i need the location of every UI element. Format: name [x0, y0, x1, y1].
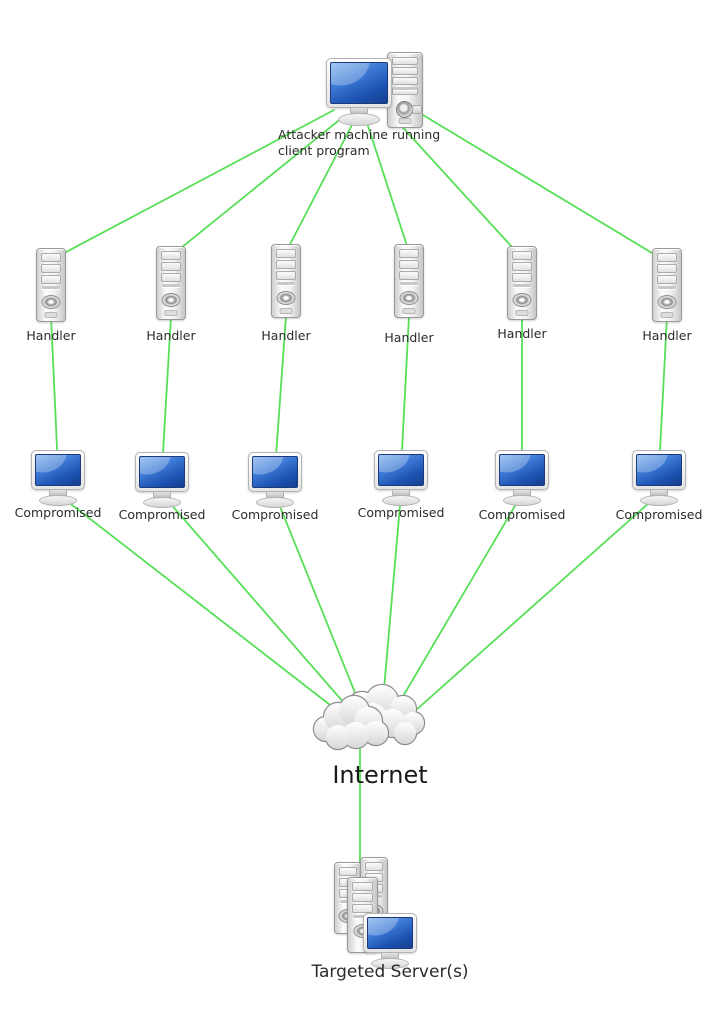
handler-tower-icon-3: [271, 244, 301, 318]
attacker-computer-icon: [326, 46, 426, 130]
handler-label-4: Handler: [384, 330, 434, 345]
targeted-server-icon: [330, 853, 442, 969]
link-attacker-handler-2: [170, 116, 344, 257]
power-button-icon: [396, 101, 413, 118]
handler-tower-icon-6: [652, 248, 682, 322]
handler-tower-icon-5: [507, 246, 537, 320]
link-compromised-cloud-5: [391, 493, 523, 716]
link-compromised-cloud-1: [57, 493, 353, 723]
link-attacker-handler-6: [417, 111, 668, 263]
link-handler-compromised-6: [658, 315, 668, 471]
handler-label-3: Handler: [261, 328, 311, 343]
link-handler-compromised-2: [161, 315, 172, 471]
server-tower-icon: [347, 877, 378, 953]
handler-label-1: Handler: [26, 328, 76, 343]
compromised-label-2: Compromised: [118, 507, 206, 522]
link-compromised-cloud-6: [405, 493, 660, 720]
compromised-monitor-icon-4: [374, 450, 428, 506]
internet-cloud-icon: [310, 681, 430, 757]
compromised-monitor-icon-1: [31, 450, 85, 506]
compromised-label-1: Compromised: [14, 505, 102, 520]
handler-tower-icon-2: [156, 246, 186, 320]
link-handler-compromised-3: [274, 315, 287, 471]
target-label: Targeted Server(s): [311, 962, 469, 982]
handler-label-6: Handler: [642, 328, 692, 343]
attacker-monitor-icon: [326, 58, 392, 126]
attacker-label: Attacker machine running client program: [278, 127, 441, 158]
handler-tower-icon-1: [36, 248, 66, 322]
compromised-label-4: Compromised: [357, 505, 445, 520]
compromised-monitor-icon-5: [495, 450, 549, 506]
compromised-label-5: Compromised: [478, 507, 566, 522]
link-attacker-handler-4: [367, 125, 410, 253]
handler-tower-icon-4: [394, 244, 424, 318]
compromised-label-3: Compromised: [231, 507, 319, 522]
attacker-tower-icon: [387, 52, 423, 128]
link-compromised-cloud-3: [274, 493, 365, 716]
switch-icon: [412, 105, 422, 114]
server-monitor-icon: [363, 913, 417, 969]
handler-label-5: Handler: [497, 326, 547, 341]
compromised-monitor-icon-3: [248, 452, 302, 508]
link-attacker-handler-5: [395, 119, 523, 259]
internet-label: Internet: [332, 761, 428, 789]
handler-label-2: Handler: [146, 328, 196, 343]
link-compromised-cloud-2: [161, 493, 359, 720]
link-handler-compromised-1: [50, 315, 59, 471]
link-attacker-handler-3: [285, 122, 354, 253]
compromised-label-6: Compromised: [615, 507, 703, 522]
compromised-monitor-icon-6: [632, 450, 686, 506]
link-handler-compromised-4: [400, 315, 410, 471]
link-attacker-handler-1: [50, 109, 335, 261]
compromised-monitor-icon-2: [135, 452, 189, 508]
link-compromised-cloud-4: [381, 493, 402, 713]
